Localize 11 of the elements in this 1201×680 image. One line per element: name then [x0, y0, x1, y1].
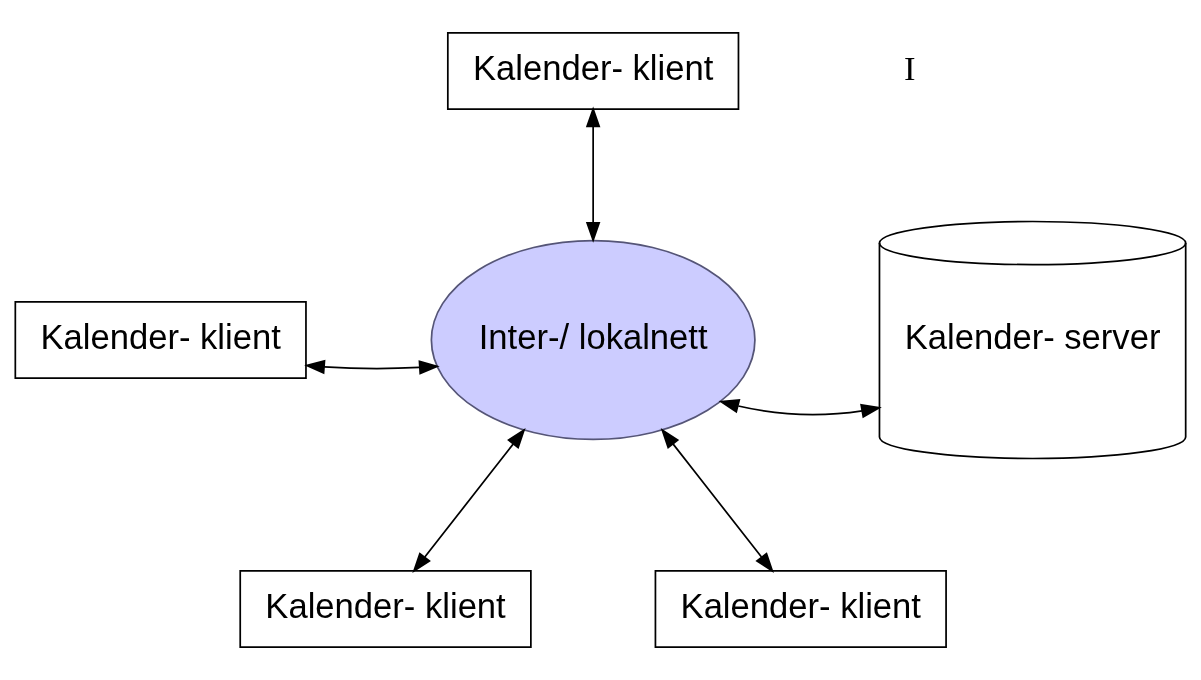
node-box: Kalender- klient — [14, 301, 307, 379]
arrow — [660, 428, 774, 573]
arrow — [718, 399, 882, 419]
node-box: Kalender- klient — [446, 32, 740, 110]
arrow — [304, 359, 440, 375]
node-ellipse: Inter-/ lokalnett — [430, 239, 756, 441]
label: I — [903, 48, 916, 87]
node-box: Kalender- klient — [239, 570, 532, 648]
node-box: Kalender- klient — [654, 570, 947, 648]
arrow — [585, 106, 601, 243]
arrow — [412, 428, 526, 573]
